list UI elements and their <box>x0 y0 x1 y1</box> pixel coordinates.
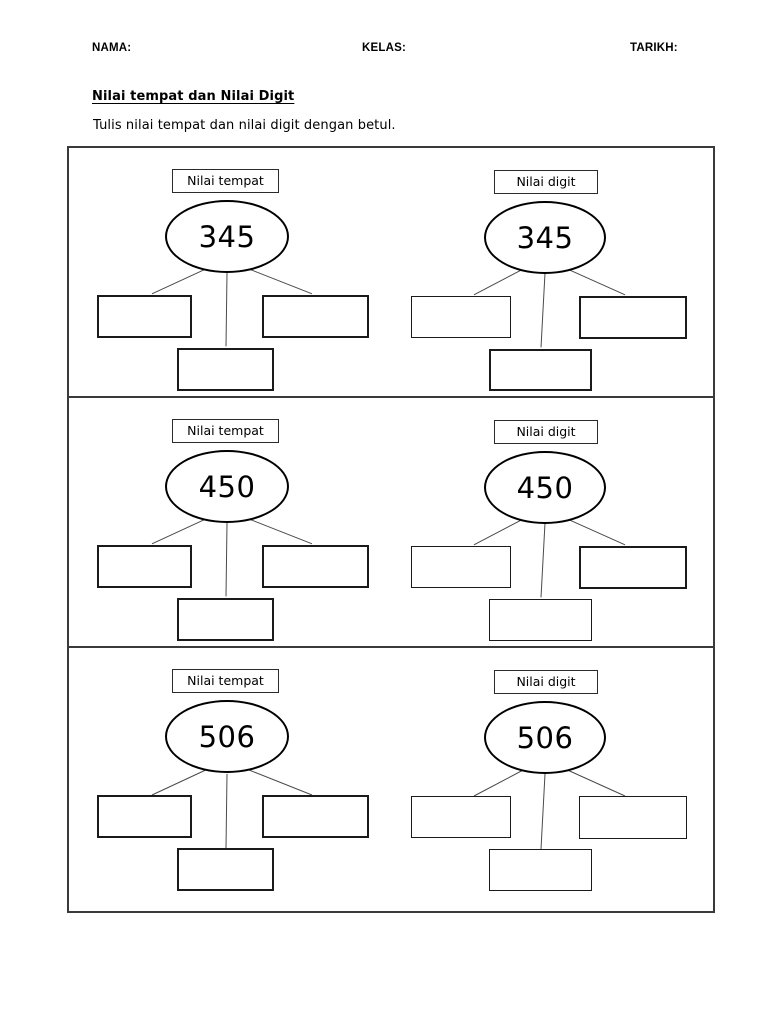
worksheet-row: Nilai tempat 345 Nilai digit 345 <box>69 148 713 398</box>
connector-lines <box>473 767 626 850</box>
answer-box[interactable] <box>262 545 369 588</box>
answer-box[interactable] <box>411 796 511 838</box>
number-ellipse: 506 <box>165 700 289 773</box>
worksheet-frame: Nilai tempat 345 Nilai digit 345 <box>67 146 715 913</box>
answer-box[interactable] <box>411 296 511 338</box>
connector-lines <box>151 767 313 849</box>
diagram-group-nilai-digit: Nilai digit 506 <box>411 648 711 911</box>
connector-lines <box>473 516 626 598</box>
instruction-text: Tulis nilai tempat dan nilai digit denga… <box>93 118 396 133</box>
answer-box[interactable] <box>489 849 592 891</box>
answer-box[interactable] <box>177 598 274 641</box>
label-box-nilai-tempat: Nilai tempat <box>172 169 279 193</box>
answer-box[interactable] <box>579 296 687 339</box>
header-field-row: NAMA: KELAS: TARIKH: <box>0 42 768 62</box>
connector-lines <box>151 266 313 347</box>
connector-lines <box>151 516 313 597</box>
connector-lines <box>473 266 626 348</box>
answer-box[interactable] <box>262 295 369 338</box>
answer-box[interactable] <box>411 546 511 588</box>
answer-box[interactable] <box>177 348 274 391</box>
page-title: Nilai tempat dan Nilai Digit <box>92 89 295 104</box>
answer-box[interactable] <box>97 795 192 838</box>
label-box-nilai-digit: Nilai digit <box>494 670 598 694</box>
label-box-nilai-digit: Nilai digit <box>494 170 598 194</box>
answer-box[interactable] <box>489 349 592 391</box>
number-ellipse: 506 <box>484 701 606 774</box>
nama-label: NAMA: <box>92 42 132 54</box>
diagram-group-nilai-tempat: Nilai tempat 450 <box>97 398 407 646</box>
number-ellipse: 450 <box>165 450 289 523</box>
number-ellipse: 345 <box>484 201 606 274</box>
diagram-group-nilai-tempat: Nilai tempat 506 <box>97 648 407 911</box>
label-box-nilai-tempat: Nilai tempat <box>172 419 279 443</box>
number-ellipse: 345 <box>165 200 289 273</box>
kelas-label: KELAS: <box>362 42 407 54</box>
diagram-group-nilai-tempat: Nilai tempat 345 <box>97 148 407 396</box>
diagram-group-nilai-digit: Nilai digit 345 <box>411 148 711 396</box>
number-ellipse: 450 <box>484 451 606 524</box>
label-box-nilai-tempat: Nilai tempat <box>172 669 279 693</box>
label-box-nilai-digit: Nilai digit <box>494 420 598 444</box>
answer-box[interactable] <box>177 848 274 891</box>
worksheet-row: Nilai tempat 450 Nilai digit 450 <box>69 398 713 648</box>
worksheet-row: Nilai tempat 506 Nilai digit 506 <box>69 648 713 911</box>
answer-box[interactable] <box>97 295 192 338</box>
tarikh-label: TARIKH: <box>630 42 678 54</box>
answer-box[interactable] <box>97 545 192 588</box>
answer-box[interactable] <box>262 795 369 838</box>
answer-box[interactable] <box>489 599 592 641</box>
answer-box[interactable] <box>579 796 687 839</box>
diagram-group-nilai-digit: Nilai digit 450 <box>411 398 711 646</box>
answer-box[interactable] <box>579 546 687 589</box>
